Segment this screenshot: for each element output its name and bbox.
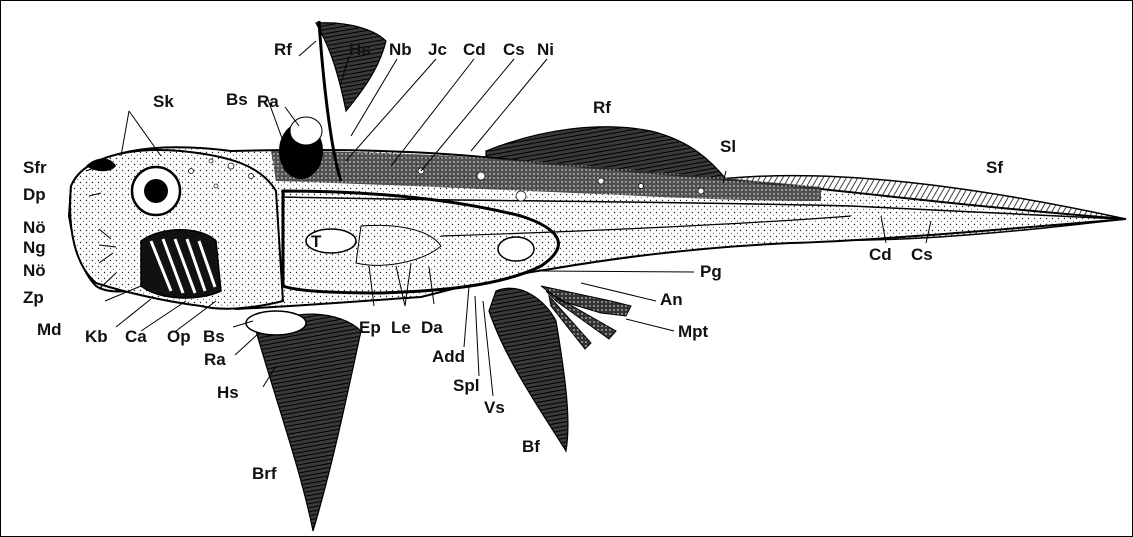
label-ra-bottom: Ra	[204, 351, 226, 368]
label-ra-top: Ra	[257, 93, 279, 110]
pectoral-fin-base	[246, 311, 306, 335]
label-kb: Kb	[85, 328, 108, 345]
label-t: T	[311, 233, 321, 250]
label-cs-top: Cs	[503, 41, 525, 58]
label-an: An	[660, 291, 683, 308]
label-sfr: Sfr	[23, 159, 47, 176]
label-ep: Ep	[359, 319, 381, 336]
label-ca: Ca	[125, 328, 147, 345]
label-le: Le	[391, 319, 411, 336]
label-add: Add	[432, 348, 465, 365]
label-zp: Zp	[23, 289, 44, 306]
label-vs: Vs	[484, 399, 505, 416]
label-bs-bottom: Bs	[203, 328, 225, 345]
label-op: Op	[167, 328, 191, 345]
label-cd-tail: Cd	[869, 246, 892, 263]
label-ni: Ni	[537, 41, 554, 58]
label-hs-bottom: Hs	[217, 384, 239, 401]
label-sk: Sk	[153, 93, 174, 110]
label-hs-top: Hs	[349, 41, 371, 58]
label-cd-top: Cd	[463, 41, 486, 58]
label-mpt: Mpt	[678, 323, 708, 340]
anal-papilla	[498, 237, 534, 261]
label-bs-top: Bs	[226, 91, 248, 108]
label-sf: Sf	[986, 159, 1003, 176]
pupil	[144, 179, 168, 203]
label-jc: Jc	[428, 41, 447, 58]
label-sl: Sl	[720, 138, 736, 155]
label-nb: Nb	[389, 41, 412, 58]
label-cs-tail: Cs	[911, 246, 933, 263]
label-ng: Ng	[23, 239, 46, 256]
label-pg: Pg	[700, 263, 722, 280]
label-rf-second-dorsal: Rf	[593, 99, 611, 116]
label-spl: Spl	[453, 377, 479, 394]
label-rf-first-dorsal: Rf	[274, 41, 292, 58]
pectoral-fin	[256, 314, 361, 531]
label-brf: Brf	[252, 465, 277, 482]
label-dp: Dp	[23, 186, 46, 203]
label-md: Md	[37, 321, 62, 338]
label-bf: Bf	[522, 438, 540, 455]
label-da: Da	[421, 319, 443, 336]
label-no-upper: Nö	[23, 219, 46, 236]
label-no-lower: Nö	[23, 262, 46, 279]
